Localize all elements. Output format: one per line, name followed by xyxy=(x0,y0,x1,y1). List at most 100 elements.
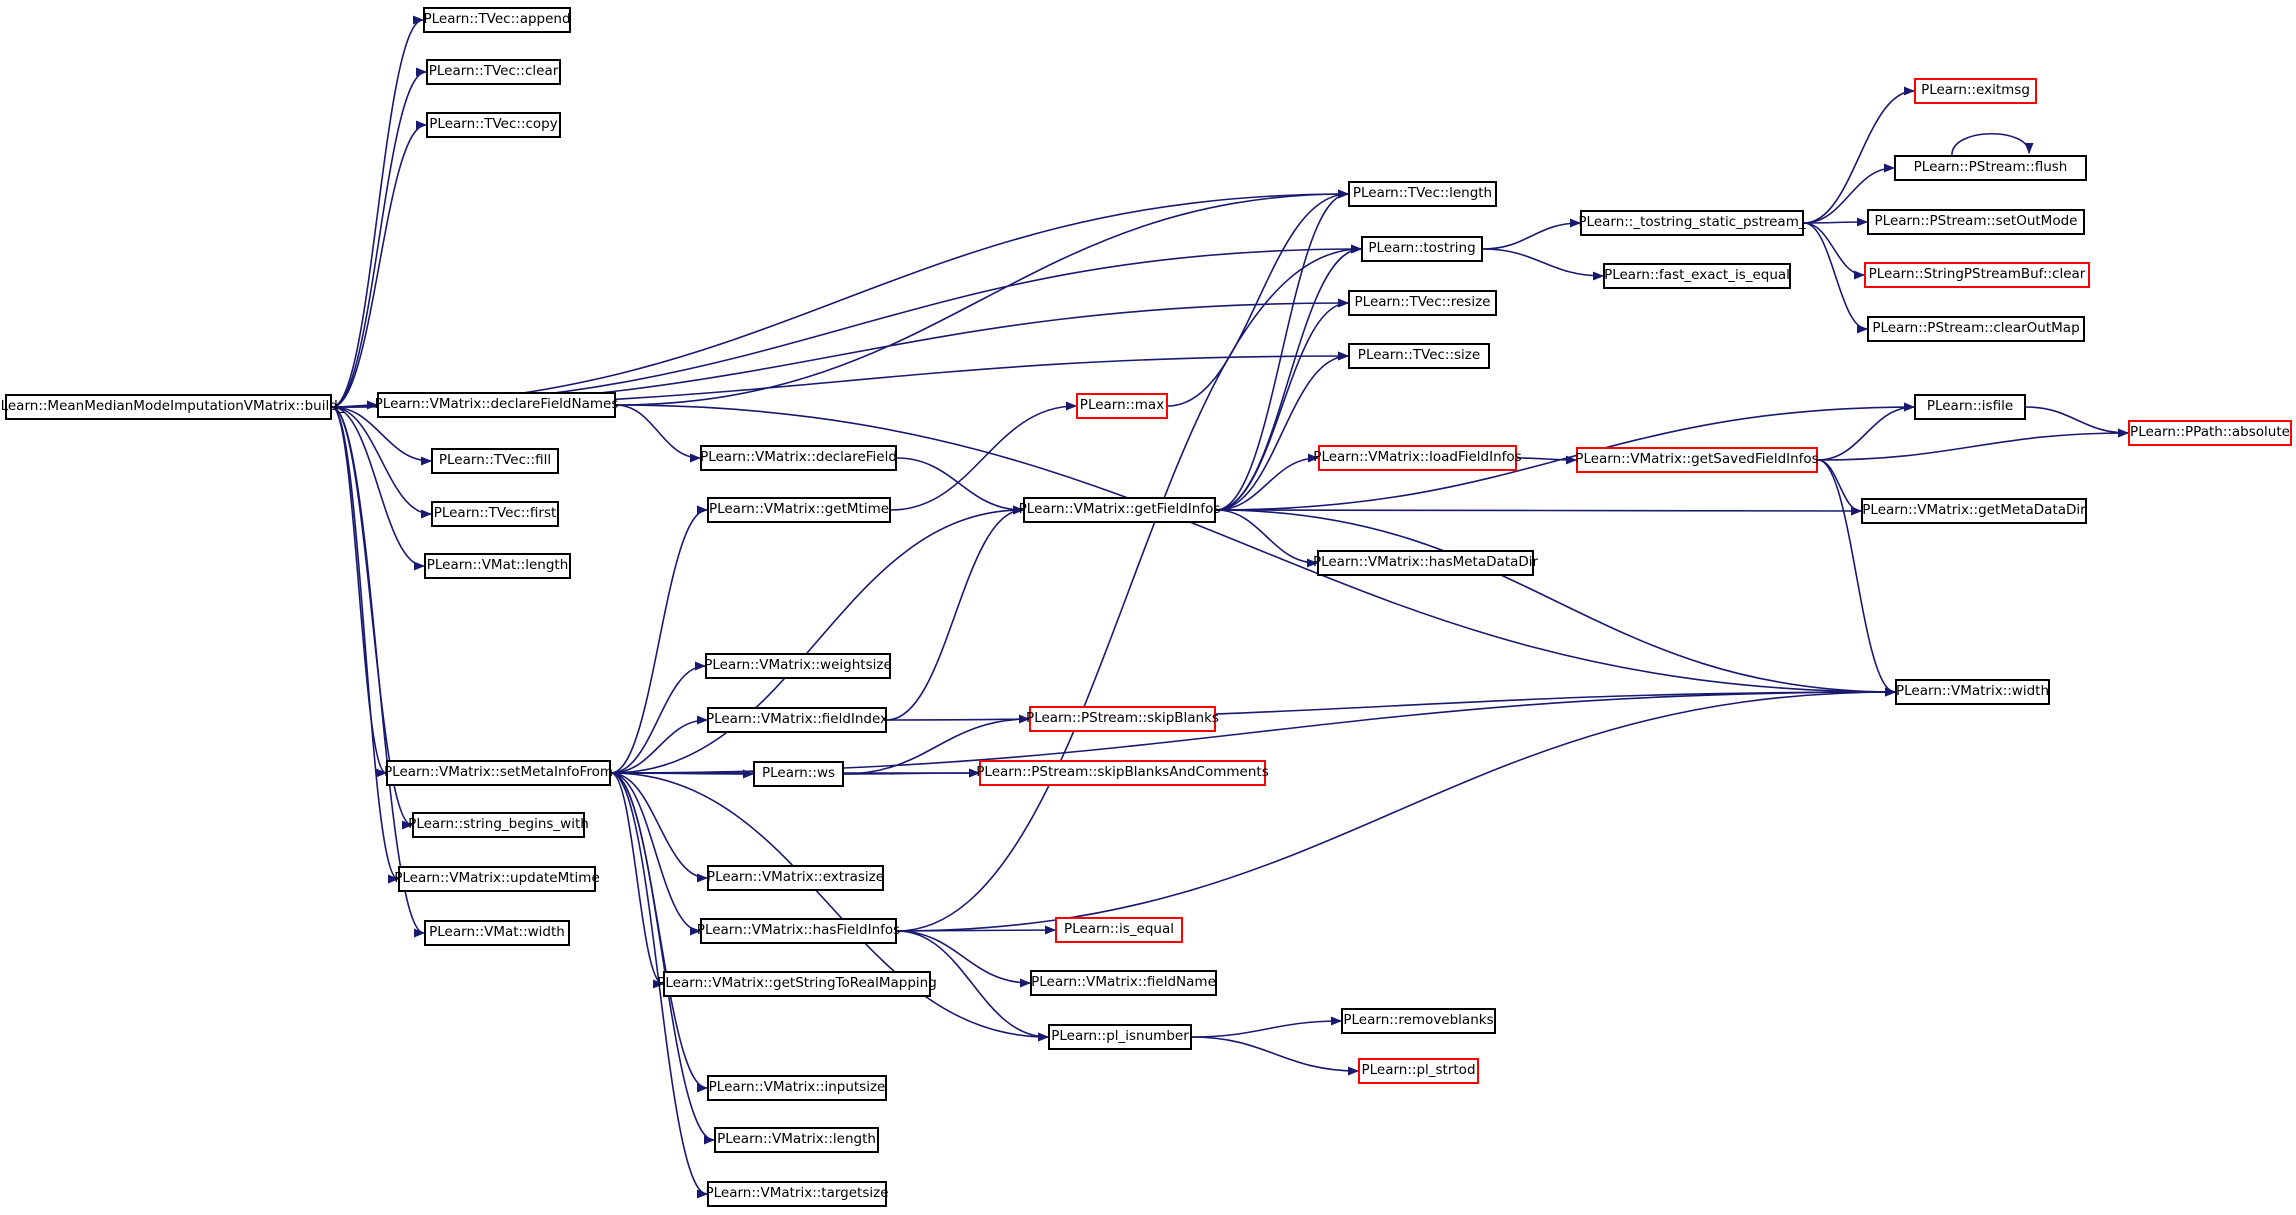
node-label: PLearn::VMat::width xyxy=(429,924,565,941)
node-vmlength[interactable]: PLearn::VMatrix::length xyxy=(714,1127,879,1153)
node-label: PLearn::TVec::clear xyxy=(428,63,559,80)
node-declarefield[interactable]: PLearn::VMatrix::declareField xyxy=(700,445,897,471)
edge-build-to-vmatlength xyxy=(331,406,426,571)
node-label: PLearn::TVec::fill xyxy=(438,452,552,469)
node-spsbclear[interactable]: PLearn::StringPStreamBuf::clear xyxy=(1864,262,2090,288)
node-label: PLearn::VMatrix::length xyxy=(717,1131,876,1148)
node-fastexact[interactable]: PLearn::fast_exact_is_equal xyxy=(1603,263,1791,289)
node-tostring_static[interactable]: PLearn::_tostring_static_pstream_ xyxy=(1578,210,1806,236)
node-extrasize[interactable]: PLearn::VMatrix::extrasize xyxy=(707,865,884,891)
node-isequal[interactable]: PLearn::is_equal xyxy=(1055,917,1183,943)
node-setoutmode[interactable]: PLearn::PStream::setOutMode xyxy=(1867,209,2085,235)
node-tvsize[interactable]: PLearn::TVec::size xyxy=(1348,343,1490,369)
node-max[interactable]: PLearn::max xyxy=(1076,393,1168,419)
node-label: PLearn::VMatrix::weightsize xyxy=(704,657,892,674)
node-tvlength[interactable]: PLearn::TVec::length xyxy=(1348,181,1497,207)
node-declarefieldnames[interactable]: PLearn::VMatrix::declareFieldNames xyxy=(374,392,619,418)
edge-tostring-to-fastexact xyxy=(1482,248,1605,281)
edge-declarefieldnames-to-declarefield xyxy=(615,404,702,463)
node-label: PLearn::pl_isnumber xyxy=(1051,1028,1189,1045)
edge-getsavedfieldinfos-to-getmetadatadir xyxy=(1817,459,1863,516)
node-copy[interactable]: PLearn::TVec::copy xyxy=(426,112,561,138)
node-label: PLearn::ws xyxy=(761,765,836,782)
node-skipblankscomments[interactable]: PLearn::PStream::skipBlanksAndComments xyxy=(976,760,1269,786)
node-label: PLearn::PStream::clearOutMap xyxy=(1872,320,2080,337)
node-plstrtod[interactable]: PLearn::pl_strtod xyxy=(1358,1058,1479,1084)
node-loadfieldinfos[interactable]: PLearn::VMatrix::loadFieldInfos xyxy=(1313,445,1522,471)
node-clearoutmap[interactable]: PLearn::PStream::clearOutMap xyxy=(1867,316,2085,342)
node-label: PLearn::VMat::length xyxy=(426,557,569,574)
node-label: PLearn::VMatrix::width xyxy=(1896,683,2050,700)
node-label: PLearn::is_equal xyxy=(1064,921,1174,938)
node-label: PLearn::VMatrix::extrasize xyxy=(706,869,885,886)
node-stringbegins[interactable]: PLearn::string_begins_with xyxy=(408,812,589,838)
node-getstringtoreal[interactable]: PLearn::VMatrix::getStringToRealMapping xyxy=(657,971,937,997)
edge-build-to-fill xyxy=(331,406,433,466)
node-fill[interactable]: PLearn::TVec::fill xyxy=(431,448,559,474)
edge-getfieldinfos-to-getmetadatadir xyxy=(1215,506,1863,516)
node-skipblanks[interactable]: PLearn::PStream::skipBlanks xyxy=(1026,706,1219,732)
node-exitmsg[interactable]: PLearn::exitmsg xyxy=(1914,78,2037,104)
edge-setmetainfofrom-to-extrasize xyxy=(610,772,709,883)
node-getmtime[interactable]: PLearn::VMatrix::getMtime xyxy=(707,497,891,523)
edge-getsavedfieldinfos-to-absolute xyxy=(1817,428,2130,461)
edge-hasfieldinfos-to-fieldname xyxy=(896,930,1032,988)
node-updatemtime[interactable]: PLearn::VMatrix::updateMtime xyxy=(394,866,600,892)
node-label: PLearn::VMatrix::getFieldInfos xyxy=(1018,501,1221,518)
node-resize[interactable]: PLearn::TVec::resize xyxy=(1348,290,1497,316)
node-getfieldinfos[interactable]: PLearn::VMatrix::getFieldInfos xyxy=(1019,497,1220,523)
edge-fieldindex-to-getfieldinfos xyxy=(886,505,1025,721)
node-hasfieldinfos[interactable]: PLearn::VMatrix::hasFieldInfos xyxy=(697,918,900,944)
edge-getfieldinfos-to-loadfieldinfos xyxy=(1215,453,1320,511)
node-plisnumber[interactable]: PLearn::pl_isnumber xyxy=(1048,1024,1192,1050)
edge-plisnumber-to-plstrtod xyxy=(1191,1036,1360,1076)
edge-setmetainfofrom-to-plisnumber xyxy=(610,772,1050,1042)
node-label: PLearn::TVec::copy xyxy=(429,116,558,133)
node-tostring[interactable]: PLearn::tostring xyxy=(1361,236,1483,262)
node-hasmetadatadir[interactable]: PLearn::VMatrix::hasMetaDataDir xyxy=(1313,550,1538,576)
node-absolute[interactable]: PLearn::PPath::absolute xyxy=(2128,420,2292,446)
node-label: PLearn::VMatrix::declareField xyxy=(700,449,897,466)
node-label: PLearn::removeblanks xyxy=(1343,1012,1494,1029)
node-label: PLearn::exitmsg xyxy=(1921,82,2030,99)
node-weightsize[interactable]: PLearn::VMatrix::weightsize xyxy=(704,653,892,679)
edge-build-to-tvlength xyxy=(331,189,1350,408)
edge-tostring_static-to-exitmsg xyxy=(1803,86,1916,224)
node-label: PLearn::pl_strtod xyxy=(1361,1062,1476,1079)
node-label: PLearn::VMatrix::fieldName xyxy=(1031,974,1216,991)
node-targetsize[interactable]: PLearn::VMatrix::targetsize xyxy=(705,1181,889,1207)
edge-setmetainfofrom-to-vmlength xyxy=(610,772,716,1145)
node-label: PLearn::PStream::setOutMode xyxy=(1874,213,2078,230)
edge-setmetainfofrom-to-weightsize xyxy=(610,661,707,774)
node-fieldname[interactable]: PLearn::VMatrix::fieldName xyxy=(1030,970,1217,996)
node-removeblanks[interactable]: PLearn::removeblanks xyxy=(1341,1008,1496,1034)
edge-getfieldinfos-to-vmwidth xyxy=(1215,509,1897,697)
edge-setmetainfofrom-to-hasfieldinfos xyxy=(610,772,702,936)
node-getsavedfieldinfos[interactable]: PLearn::VMatrix::getSavedFieldInfos xyxy=(1575,447,1819,473)
edge-setmetainfofrom-to-fieldindex xyxy=(610,715,709,774)
node-label: PLearn::TVec::length xyxy=(1352,185,1493,202)
node-vmatwidth[interactable]: PLearn::VMat::width xyxy=(424,920,570,946)
node-setmetainfofrom[interactable]: PLearn::VMatrix::setMetaInfoFrom xyxy=(384,760,613,786)
node-vmatlength[interactable]: PLearn::VMat::length xyxy=(424,553,571,579)
edge-tostring_static-to-flush xyxy=(1803,163,1896,224)
node-fieldindex[interactable]: PLearn::VMatrix::fieldIndex xyxy=(706,707,888,733)
node-build[interactable]: PLearn::MeanMedianModeImputationVMatrix:… xyxy=(0,394,345,420)
node-append[interactable]: PLearn::TVec::append xyxy=(423,7,571,33)
node-inputsize[interactable]: PLearn::VMatrix::inputsize xyxy=(707,1075,887,1101)
node-getmetadatadir[interactable]: PLearn::VMatrix::getMetaDataDir xyxy=(1861,498,2087,524)
edge-max-to-tvlength xyxy=(1167,189,1350,407)
node-tvclear[interactable]: PLearn::TVec::clear xyxy=(426,59,561,85)
node-label: PLearn::string_begins_with xyxy=(408,816,589,833)
node-flush[interactable]: PLearn::PStream::flush xyxy=(1894,155,2087,181)
edge-build-to-tostring xyxy=(331,244,1363,408)
node-ws[interactable]: PLearn::ws xyxy=(753,761,844,787)
node-isfile[interactable]: PLearn::isfile xyxy=(1914,394,2026,420)
node-first[interactable]: PLearn::TVec::first xyxy=(431,501,559,527)
node-vmwidth[interactable]: PLearn::VMatrix::width xyxy=(1895,679,2050,705)
edge-ws-to-skipblanks xyxy=(843,714,1031,775)
edge-build-to-setmetainfofrom xyxy=(331,406,388,778)
node-label: PLearn::VMatrix::declareFieldNames xyxy=(374,396,619,413)
node-label: PLearn::VMatrix::targetsize xyxy=(705,1185,889,1202)
edge-build-to-copy xyxy=(331,120,428,408)
